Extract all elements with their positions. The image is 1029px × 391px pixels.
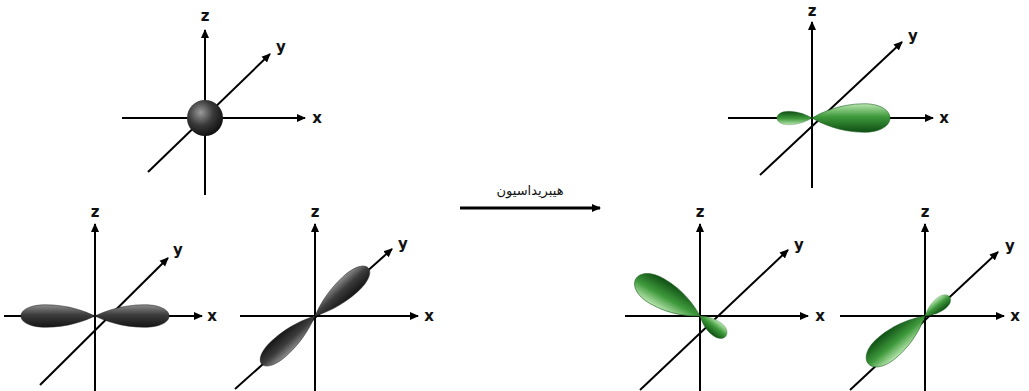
axis-label: x [207, 309, 217, 324]
axis-label: x [424, 309, 434, 324]
axis-label: y [398, 237, 408, 252]
axis-label: x [939, 111, 949, 126]
axis-label: z [91, 205, 100, 220]
axis-label: x [815, 309, 825, 324]
axis-label: y [276, 40, 286, 55]
axis-label: y [908, 29, 918, 44]
arrow-caption: هیبریداسیون [496, 184, 563, 197]
axis-label: x [312, 111, 322, 126]
axis-label: z [808, 4, 817, 19]
axis-label: y [794, 238, 804, 253]
axis-label: z [201, 9, 210, 24]
axis-label: z [696, 205, 705, 220]
axis-label: x [1010, 309, 1020, 324]
axis-label: y [173, 243, 183, 258]
axis-label: y [1005, 239, 1015, 254]
axis-label: z [921, 205, 930, 220]
axis-label: z [311, 205, 320, 220]
